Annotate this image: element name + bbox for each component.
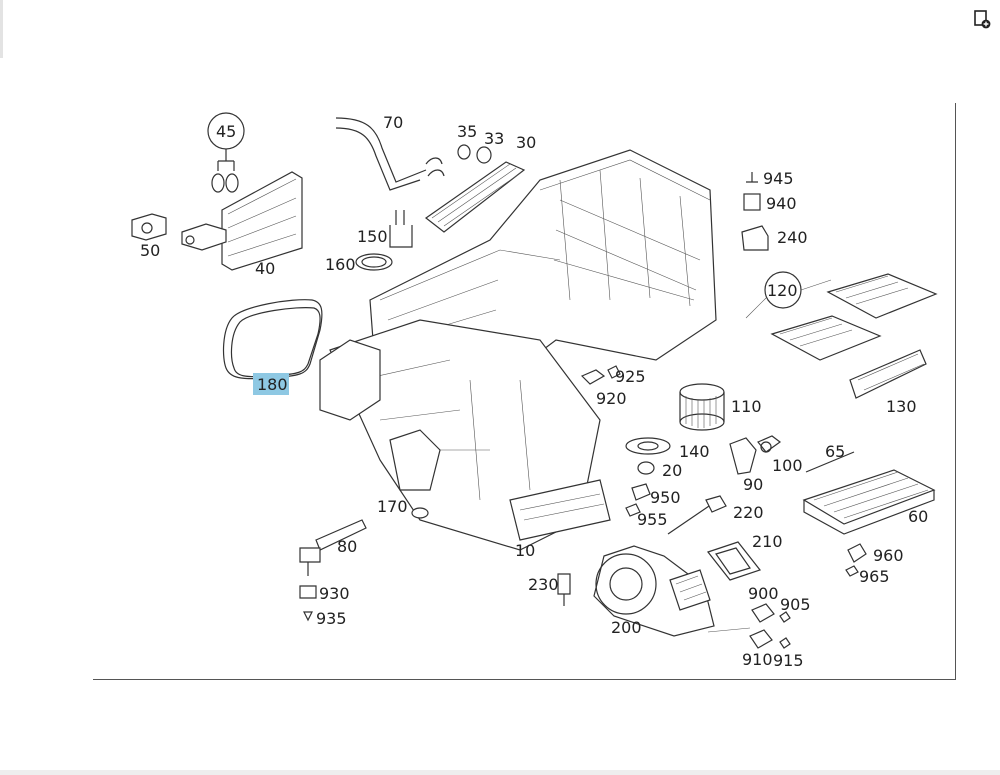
callout-955[interactable]: 955 <box>637 510 668 529</box>
callout-905[interactable]: 905 <box>780 595 811 614</box>
callout-80[interactable]: 80 <box>337 537 357 556</box>
callout-120[interactable]: 120 <box>767 281 798 300</box>
callout-40[interactable]: 40 <box>255 259 275 278</box>
callout-925[interactable]: 925 <box>615 367 646 386</box>
bottom-band <box>0 770 1000 775</box>
callout-70[interactable]: 70 <box>383 113 403 132</box>
callout-940[interactable]: 940 <box>766 194 797 213</box>
callout-935[interactable]: 935 <box>316 609 347 628</box>
callout-20[interactable]: 20 <box>662 461 682 480</box>
callout-920[interactable]: 920 <box>596 389 627 408</box>
callout-33[interactable]: 33 <box>484 129 504 148</box>
diagram-frame-right <box>955 103 956 680</box>
callout-45[interactable]: 45 <box>216 122 236 141</box>
callout-35[interactable]: 35 <box>457 122 477 141</box>
callout-945[interactable]: 945 <box>763 169 794 188</box>
callout-65[interactable]: 65 <box>825 442 845 461</box>
callout-30[interactable]: 30 <box>516 133 536 152</box>
callout-160[interactable]: 160 <box>325 255 356 274</box>
callout-230[interactable]: 230 <box>528 575 559 594</box>
callout-10[interactable]: 10 <box>515 541 535 560</box>
callout-960[interactable]: 960 <box>873 546 904 565</box>
callout-180[interactable]: 180 <box>257 375 288 394</box>
callout-900[interactable]: 900 <box>748 584 779 603</box>
callout-100[interactable]: 100 <box>772 456 803 475</box>
callout-110[interactable]: 110 <box>731 397 762 416</box>
callout-210[interactable]: 210 <box>752 532 783 551</box>
callout-140[interactable]: 140 <box>679 442 710 461</box>
callout-930[interactable]: 930 <box>319 584 350 603</box>
callout-50[interactable]: 50 <box>140 241 160 260</box>
panel-edge <box>0 0 3 58</box>
callout-90[interactable]: 90 <box>743 475 763 494</box>
callout-60[interactable]: 60 <box>908 507 928 526</box>
add-to-document-button[interactable] <box>968 6 994 32</box>
callout-950[interactable]: 950 <box>650 488 681 507</box>
callout-915[interactable]: 915 <box>773 651 804 670</box>
callout-910[interactable]: 910 <box>742 650 773 669</box>
selected-callout-highlight <box>253 373 289 395</box>
callout-965[interactable]: 965 <box>859 567 890 586</box>
callout-150[interactable]: 150 <box>357 227 388 246</box>
callout-200[interactable]: 200 <box>611 618 642 637</box>
document-add-icon <box>974 10 991 29</box>
callout-170[interactable]: 170 <box>377 497 408 516</box>
callout-220[interactable]: 220 <box>733 503 764 522</box>
callout-130[interactable]: 130 <box>886 397 917 416</box>
diagram-frame-bottom <box>93 679 956 680</box>
callout-240[interactable]: 240 <box>777 228 808 247</box>
